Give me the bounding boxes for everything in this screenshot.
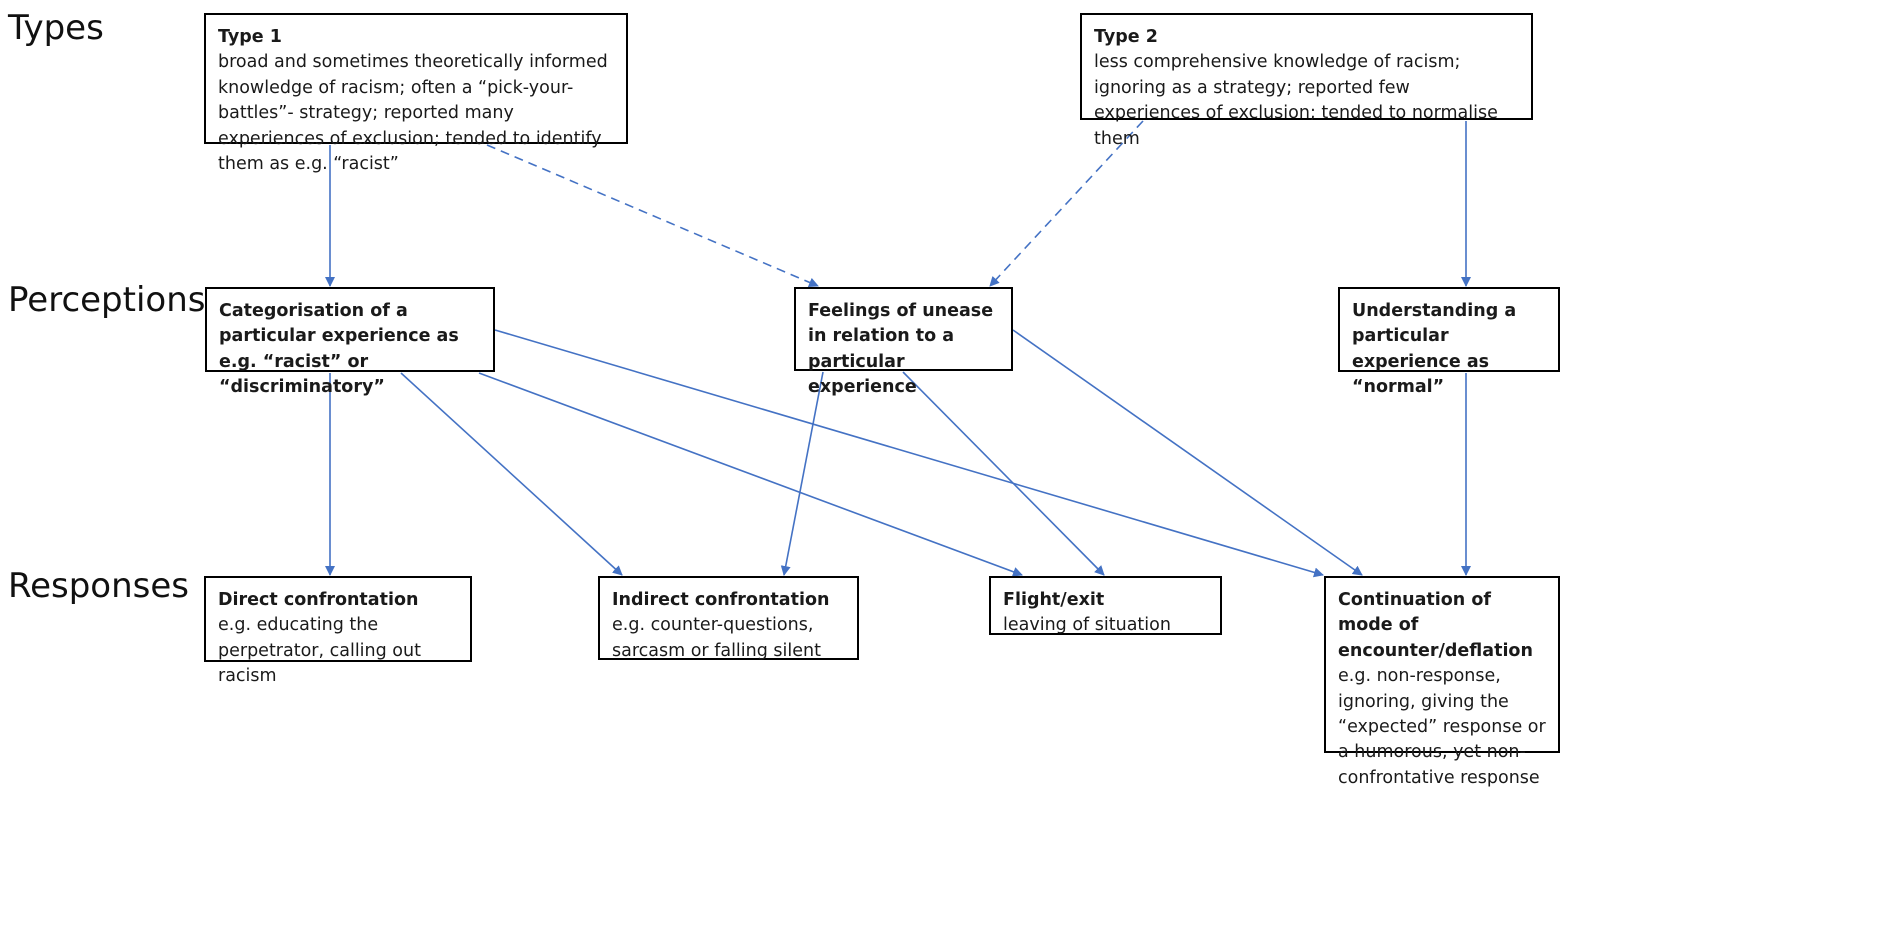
row-label-types: Types bbox=[8, 8, 104, 48]
row-label-perceptions: Perceptions bbox=[8, 280, 206, 320]
node-direct-text: e.g. educating the perpetrator, calling … bbox=[218, 615, 421, 687]
node-normal: Understanding a particular experience as… bbox=[1338, 287, 1560, 397]
edge-type1-to-unease bbox=[486, 144, 819, 288]
row-label-responses: Responses bbox=[8, 566, 190, 606]
node-indirect: Indirect confrontation e.g. counter-ques… bbox=[598, 576, 859, 661]
node-continuation-title: Continuation of mode of encounter/deflat… bbox=[1338, 590, 1533, 661]
edge-categorisation-to-continuation bbox=[494, 329, 1324, 578]
node-normal-title: Understanding a particular experience as… bbox=[1352, 301, 1517, 398]
node-indirect-text: e.g. counter-questions, sarcasm or falli… bbox=[612, 615, 821, 661]
node-direct-title: Direct confrontation bbox=[218, 590, 419, 610]
node-type2-text: less comprehensive knowledge of racism; … bbox=[1094, 52, 1498, 149]
node-direct: Direct confrontation e.g. educating the … bbox=[204, 576, 472, 686]
node-flight-text: leaving of situation bbox=[1003, 615, 1171, 636]
edge-unease-to-continuation bbox=[1012, 329, 1363, 576]
edge-categorisation-to-indirect bbox=[400, 372, 623, 576]
node-categorisation-title: Categorisation of a particular experienc… bbox=[219, 301, 459, 398]
node-continuation: Continuation of mode of encounter/deflat… bbox=[1324, 576, 1560, 788]
edge-unease-to-indirect bbox=[780, 371, 824, 576]
node-type2-title: Type 2 bbox=[1094, 27, 1158, 47]
edge-unease-to-flight bbox=[902, 371, 1105, 576]
node-continuation-text: e.g. non-response, ignoring, giving the … bbox=[1338, 666, 1546, 788]
node-type1-text: broad and sometimes theoretically inform… bbox=[218, 52, 608, 174]
node-indirect-title: Indirect confrontation bbox=[612, 590, 830, 610]
edge-categorisation-to-flight bbox=[478, 372, 1023, 577]
node-type2: Type 2 less comprehensive knowledge of r… bbox=[1080, 13, 1533, 149]
edge-type2-to-unease bbox=[989, 120, 1144, 287]
node-unease-title: Feelings of unease in relation to a part… bbox=[808, 301, 994, 398]
node-type1-title: Type 1 bbox=[218, 27, 282, 47]
node-flight: Flight/exit leaving of situation bbox=[989, 576, 1222, 635]
node-categorisation: Categorisation of a particular experienc… bbox=[205, 287, 495, 397]
node-flight-title: Flight/exit bbox=[1003, 590, 1105, 610]
node-unease: Feelings of unease in relation to a part… bbox=[794, 287, 1013, 397]
node-type1: Type 1 broad and sometimes theoretically… bbox=[204, 13, 628, 174]
